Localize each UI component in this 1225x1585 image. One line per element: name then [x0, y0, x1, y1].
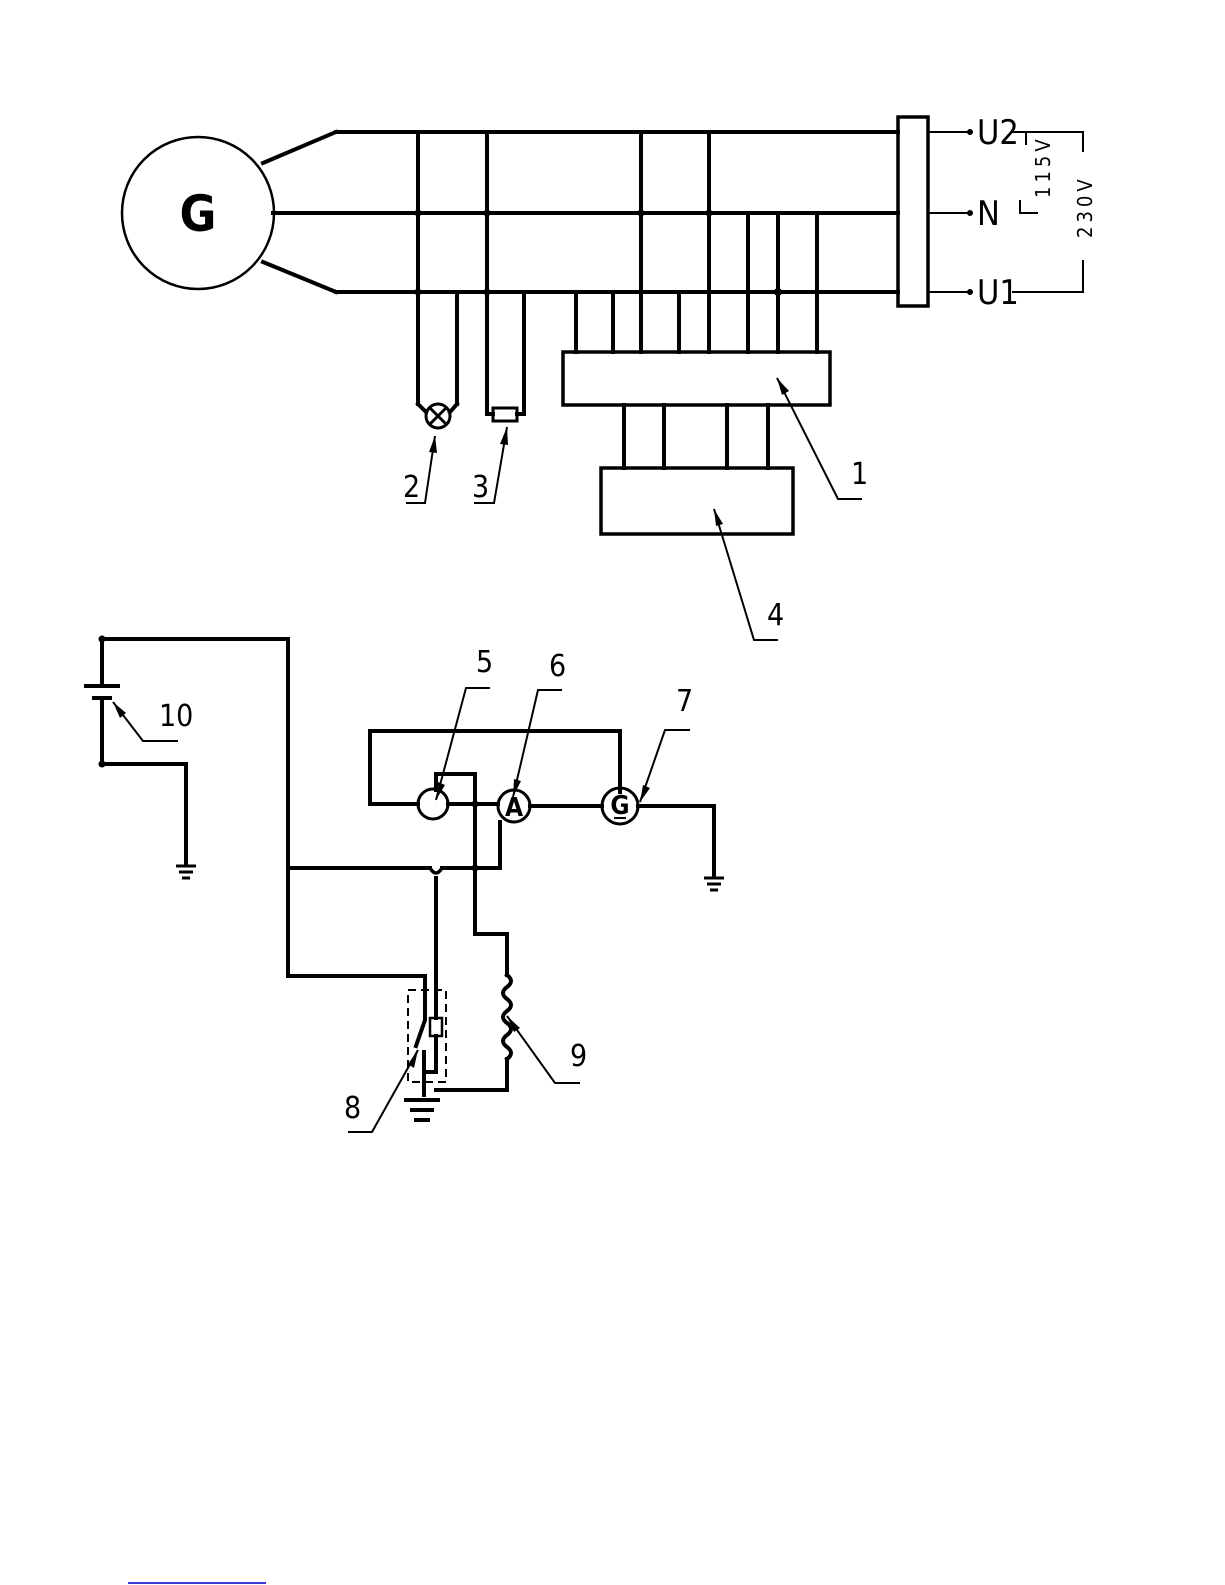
variable-resistor-9: 9: [436, 975, 587, 1090]
relay-8: 8: [344, 990, 446, 1132]
terminal-n-label: N: [977, 194, 1000, 234]
callout-5-label: 5: [476, 645, 493, 680]
block1-wiring: [576, 132, 825, 352]
callout-7: 7: [640, 684, 693, 802]
control-unit-block: [563, 352, 830, 405]
callout-9-label: 9: [570, 1039, 587, 1074]
switch-10: 10: [86, 636, 425, 991]
meter-5: [418, 789, 448, 819]
meter-5-wiring: [288, 774, 507, 1018]
callout-5: 5: [436, 645, 493, 800]
bottom-link-underline: [128, 1582, 266, 1584]
alternator-small-label: G: [610, 791, 629, 821]
regulator-block: [601, 468, 793, 534]
callout-4-label: 4: [767, 598, 784, 633]
callout-1: 1: [777, 378, 868, 499]
indicator-lamp: [415, 132, 458, 428]
callout-2-label: 2: [403, 470, 420, 505]
callout-6: 6: [513, 649, 566, 797]
callout-1-label: 1: [851, 457, 868, 492]
callout-7-label: 7: [676, 684, 693, 719]
main-generator-label: G: [180, 185, 217, 243]
callout-3: 3: [472, 427, 508, 505]
voltage-230-label: 230V: [1073, 175, 1097, 238]
callout-4: 4: [714, 509, 784, 640]
callout-6-label: 6: [549, 649, 566, 684]
callout-2: 2: [403, 436, 437, 505]
callout-8-label: 8: [344, 1091, 361, 1126]
block-interconnect: [624, 405, 768, 468]
callout-3-label: 3: [472, 470, 489, 505]
voltage-115-label: 115V: [1031, 135, 1055, 198]
callout-10-label: 10: [159, 699, 193, 734]
ammeter-label: A: [505, 793, 523, 823]
fuse: [484, 132, 525, 421]
voltage-indicators: 115V 230V: [1012, 132, 1097, 292]
terminal-block: U2 N U1: [898, 113, 1019, 313]
